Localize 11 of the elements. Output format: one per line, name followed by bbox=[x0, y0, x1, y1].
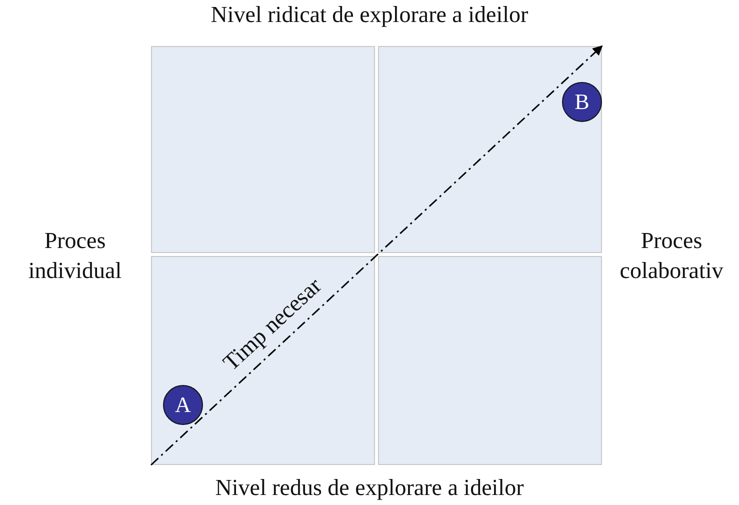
quadrant-panel bbox=[151, 256, 375, 465]
quadrant-panel bbox=[151, 46, 375, 253]
circle-marker: A bbox=[163, 385, 203, 425]
circle-marker: B bbox=[562, 82, 602, 122]
axis-label: Proces colaborativ bbox=[618, 227, 724, 285]
axis-label: Nivel redus de explorare a ideilor bbox=[214, 475, 525, 501]
arrow bbox=[150, 45, 603, 466]
axis-label: Nivel ridicat de explorare a ideilor bbox=[210, 2, 530, 28]
quadrant-panel bbox=[378, 46, 602, 253]
axis-label: Proces individual bbox=[27, 227, 123, 285]
quadrant-panel bbox=[378, 256, 602, 465]
